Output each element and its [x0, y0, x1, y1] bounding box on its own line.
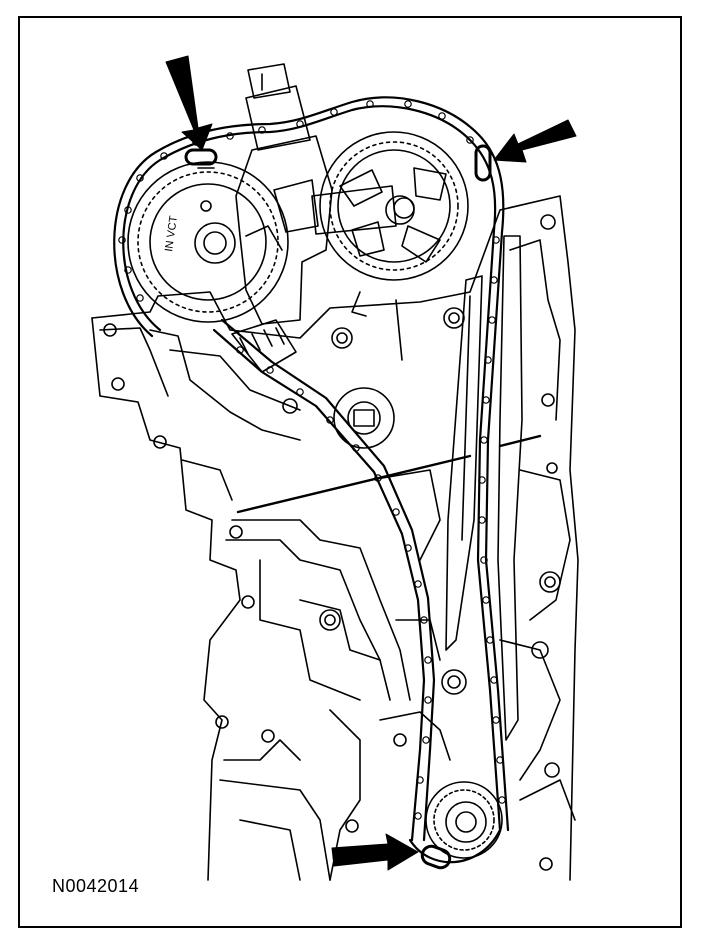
figure-frame: [18, 16, 682, 928]
arrow-exhaust-mark: [493, 119, 577, 163]
parting-lines: [236, 434, 542, 514]
center-boss: [333, 387, 395, 449]
intake-vct-sprocket: IN VCT: [127, 161, 289, 323]
arrow-intake-mark: [165, 55, 213, 151]
figure-id-label: N0042014: [52, 876, 140, 896]
crankshaft-sprocket: [425, 781, 503, 859]
guide-dowel: [351, 291, 403, 361]
vct-solenoid: [235, 63, 415, 325]
sprocket-label: IN VCT: [163, 215, 180, 253]
timing-chain: [113, 96, 510, 864]
chain-links: [118, 100, 506, 820]
engine-front-cover: [91, 195, 579, 881]
chain-tensioner: [231, 319, 297, 373]
timing-mark-links: [184, 144, 492, 870]
chain-guide: [445, 235, 523, 741]
cover-bolt-holes: [103, 214, 561, 871]
arrow-crank-mark: [331, 833, 419, 871]
exhaust-sprocket: [319, 131, 469, 281]
pointer-arrows: [165, 55, 577, 871]
